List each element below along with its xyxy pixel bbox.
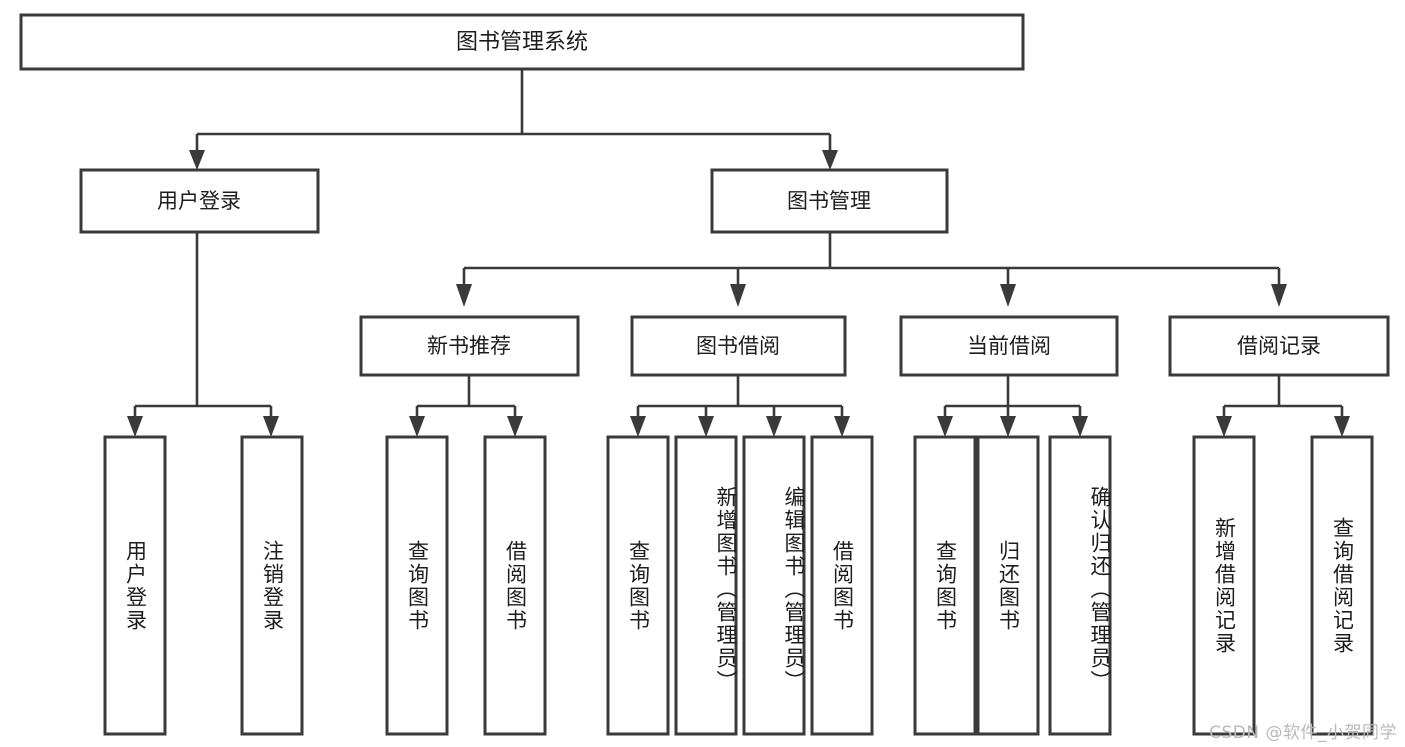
- connector-group-book-manage: [456, 232, 1287, 307]
- node-leaf-query-record-box[interactable]: [1310, 435, 1374, 736]
- node-book-manage-label: 图书管理: [787, 189, 871, 213]
- arrowhead-currentborrow-leaf-1: [937, 416, 953, 437]
- node-borrow-record[interactable]: 借阅记录: [1168, 315, 1390, 377]
- node-root-label: 图书管理系统: [456, 30, 588, 55]
- arrowhead-bookborrow-leaf-3: [766, 416, 782, 437]
- node-leaf-return-book-box[interactable]: [976, 435, 1040, 736]
- node-book-borrow[interactable]: 图书借阅: [630, 315, 847, 377]
- node-leaf-logout-box[interactable]: [240, 435, 304, 736]
- node-root-box[interactable]: [19, 13, 1025, 71]
- connector-group-new-book: [409, 375, 523, 437]
- node-book-manage[interactable]: 图书管理: [710, 168, 949, 234]
- node-current-borrow-label: 当前借阅: [967, 334, 1051, 358]
- node-leaf-query-book-3-box[interactable]: [913, 435, 977, 736]
- arrowhead-borrowrecord-leaf-1: [1216, 416, 1232, 437]
- node-new-book-recommend-box[interactable]: [359, 315, 580, 377]
- arrowhead-user-leaf-2: [263, 416, 279, 437]
- node-user-login-box[interactable]: [79, 168, 320, 234]
- node-current-borrow[interactable]: 当前借阅: [899, 315, 1119, 377]
- arrowhead-to-book-manage: [822, 150, 838, 170]
- arrowhead-bookborrow-leaf-1: [630, 416, 646, 437]
- node-current-borrow-box[interactable]: [899, 315, 1119, 377]
- node-new-book-recommend[interactable]: 新书推荐: [359, 315, 580, 377]
- node-leaf-query-book-2-box[interactable]: [606, 435, 670, 736]
- arrowhead-to-borrow-record: [1271, 284, 1287, 307]
- node-leaf-edit-book-box[interactable]: [742, 435, 806, 736]
- arrowhead-borrowrecord-leaf-2: [1334, 416, 1350, 437]
- arrowhead-to-user-login: [189, 150, 205, 170]
- arrowhead-currentborrow-leaf-3: [1072, 416, 1088, 437]
- connector-group-current-borrow: [937, 375, 1088, 437]
- node-leaf-borrow-book-1-box[interactable]: [483, 435, 547, 736]
- connector-group-root: [189, 69, 838, 170]
- arrowhead-newbook-leaf-2: [507, 416, 523, 437]
- arrowhead-to-current-borrow: [1000, 284, 1016, 307]
- node-leaf-add-record-box[interactable]: [1192, 435, 1256, 736]
- arrowhead-to-book-borrow: [730, 284, 746, 307]
- connector-group-book-borrow: [630, 375, 850, 437]
- arrowhead-user-leaf-1: [127, 416, 143, 437]
- arrowhead-bookborrow-leaf-4: [834, 416, 850, 437]
- arrowhead-newbook-leaf-1: [409, 416, 425, 437]
- arrowhead-to-new-book: [456, 284, 472, 307]
- node-borrow-record-label: 借阅记录: [1237, 334, 1321, 358]
- connector-group-user-login: [127, 232, 279, 437]
- arrowhead-bookborrow-leaf-2: [698, 416, 714, 437]
- node-user-login-label: 用户登录: [157, 189, 241, 213]
- csdn-watermark: CSDN @软件_小贺同学: [1209, 723, 1397, 743]
- node-leaf-borrow-book-2-box[interactable]: [810, 435, 874, 736]
- node-borrow-record-box[interactable]: [1168, 315, 1390, 377]
- node-user-login[interactable]: 用户登录: [79, 168, 320, 234]
- node-new-book-recommend-label: 新书推荐: [427, 334, 511, 358]
- arrowhead-currentborrow-leaf-2: [1000, 416, 1016, 437]
- node-book-borrow-label: 图书借阅: [696, 334, 780, 358]
- node-leaf-confirm-return-box[interactable]: [1048, 435, 1112, 736]
- node-book-borrow-box[interactable]: [630, 315, 847, 377]
- node-leaf-query-book-1-box[interactable]: [385, 435, 449, 736]
- node-book-manage-box[interactable]: [710, 168, 949, 234]
- connector-group-borrow-record: [1216, 375, 1350, 437]
- node-leaf-user-login-box[interactable]: [103, 435, 167, 736]
- node-root-system[interactable]: 图书管理系统: [19, 13, 1025, 71]
- node-leaf-add-book-box[interactable]: [674, 435, 738, 736]
